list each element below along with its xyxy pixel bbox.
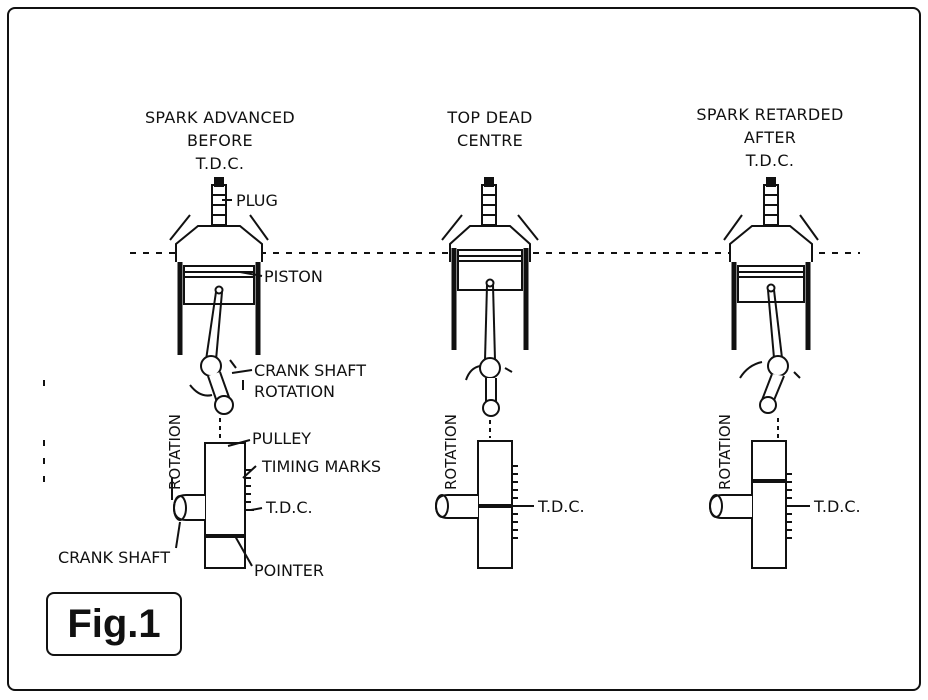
label-tdc-1: T.D.C.	[266, 498, 313, 517]
engine-advanced	[169, 177, 269, 569]
heading-spark-advanced: SPARK ADVANCED BEFORE T.D.C.	[144, 108, 296, 173]
label-rotation-1: ROTATION	[166, 414, 184, 490]
label-rotation-2: ROTATION	[442, 414, 460, 490]
label-piston: PISTON	[264, 267, 323, 286]
heading-top-dead-centre: TOP DEAD CENTRE	[447, 108, 533, 150]
label-crank-shaft: CRANK SHAFT	[58, 548, 170, 567]
label-tdc-3: T.D.C.	[814, 497, 861, 516]
pulley-icon	[204, 442, 246, 569]
timing-marks-icon	[786, 473, 796, 539]
engine-tdc	[434, 177, 539, 569]
diagram-frame	[7, 7, 921, 691]
crankshaft-icon	[767, 355, 789, 377]
label-tdc-2: T.D.C.	[538, 497, 585, 516]
heading-spark-retarded: SPARK RETARDED AFTER T.D.C.	[696, 105, 844, 170]
engine-retarded	[708, 177, 819, 569]
label-pulley: PULLEY	[252, 429, 312, 448]
figure-caption: Fig.1	[46, 592, 182, 656]
label-plug: PLUG	[236, 191, 278, 210]
label-timing-marks: TIMING MARKS	[262, 457, 381, 476]
label-crank-shaft-rotation-2: ROTATION	[254, 382, 335, 401]
label-rotation-3: ROTATION	[716, 414, 734, 490]
crankshaft-icon	[479, 357, 501, 379]
timing-marks-icon	[512, 465, 522, 539]
label-pointer: POINTER	[254, 561, 324, 580]
pulley-icon	[751, 440, 787, 569]
label-crank-shaft-rotation-1: CRANK SHAFT	[254, 361, 366, 380]
